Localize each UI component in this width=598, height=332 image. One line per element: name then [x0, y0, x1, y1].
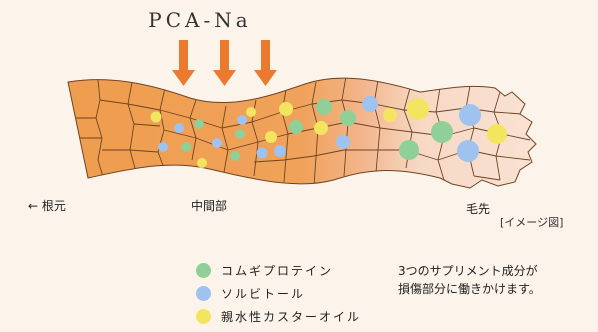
note-line-1: 3つのサプリメント成分が: [398, 262, 588, 280]
image-note: [イメージ図]: [500, 214, 563, 230]
yellow-dot-icon: [196, 309, 211, 324]
root-label: ← 根元: [28, 197, 66, 214]
arrow-icon-3: [254, 40, 277, 86]
legend-label: コムギプロテイン: [221, 262, 333, 279]
legend-item-wheat-protein: コムギプロテイン: [196, 259, 361, 282]
green-dot-icon: [196, 263, 211, 278]
blue-dot-icon: [196, 286, 211, 301]
middle-label: 中間部: [191, 197, 227, 214]
ingredient-title: PCA-Na: [0, 8, 400, 32]
hair-diagram: [0, 0, 598, 250]
legend-label: 親水性カスターオイル: [221, 308, 361, 325]
legend-item-castor-oil: 親水性カスターオイル: [196, 305, 361, 328]
legend-label: ソルビトール: [221, 285, 305, 302]
legend: コムギプロテイン ソルビトール 親水性カスターオイル: [196, 259, 361, 328]
arrow-icon-2: [213, 40, 236, 86]
hair-strand: [68, 78, 536, 188]
note-line-2: 損傷部分に働きかけます。: [398, 280, 588, 298]
legend-item-sorbitol: ソルビトール: [196, 282, 361, 305]
tip-label: 毛先: [466, 200, 490, 217]
arrow-icon-1: [172, 40, 195, 86]
supplement-note: 3つのサプリメント成分が 損傷部分に働きかけます。: [398, 262, 588, 298]
